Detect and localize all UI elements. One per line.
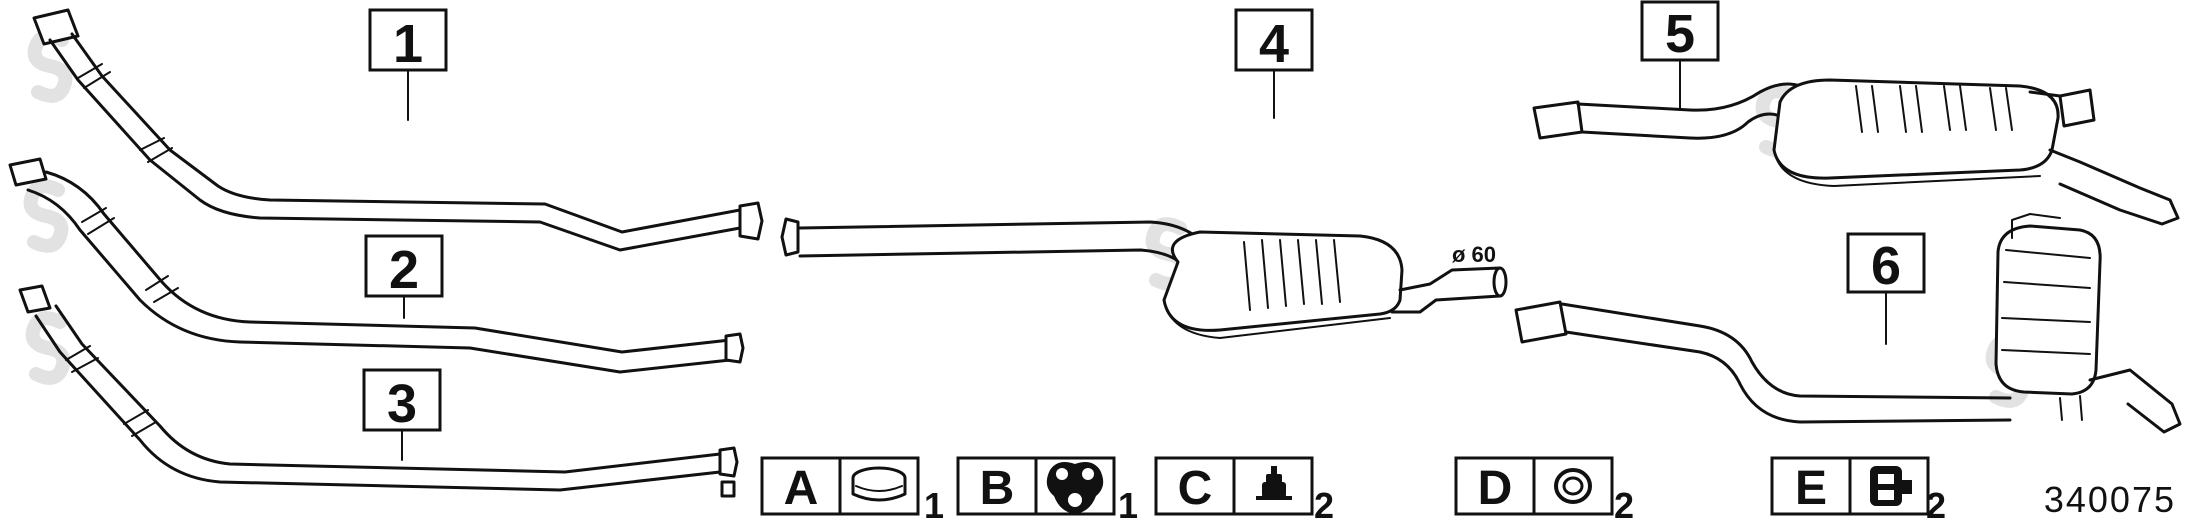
svg-text:A: A — [784, 462, 819, 515]
callout-part-5: 5 — [1640, 0, 1720, 111]
svg-text:2: 2 — [1926, 485, 1946, 524]
front-pipe-part-1 — [32, 8, 764, 252]
svg-text:C: C — [1178, 462, 1213, 515]
svg-text:B: B — [980, 462, 1015, 515]
bracket-icon — [1870, 466, 1912, 506]
center-muffler-part-4: ø 60 — [780, 217, 1508, 339]
svg-text:6: 6 — [1871, 236, 1901, 296]
svg-text:2: 2 — [1314, 485, 1334, 524]
svg-text:3: 3 — [387, 374, 417, 434]
hardware-key-d: D 2 — [1454, 456, 1634, 524]
rear-muffler-part-5 — [1532, 78, 2180, 226]
callout-part-6: 6 — [1846, 232, 1926, 345]
front-pipe-part-3 — [18, 284, 739, 498]
svg-text:4: 4 — [1259, 14, 1289, 74]
hardware-key-b: B 1 — [956, 456, 1138, 524]
rubber-mount-icon — [1256, 466, 1292, 500]
svg-text:5: 5 — [1665, 4, 1695, 64]
hardware-key-c: C 2 — [1154, 456, 1334, 524]
svg-text:E: E — [1795, 462, 1827, 515]
rear-muffler-part-6 — [1514, 213, 2182, 434]
diameter-label: ø 60 — [1452, 242, 1496, 267]
svg-text:2: 2 — [389, 240, 419, 300]
rubber-hanger-icon — [1046, 462, 1104, 514]
callout-part-2: 2 — [364, 234, 444, 319]
hardware-key-a: A 1 — [760, 456, 944, 524]
gasket-ring-icon — [1554, 468, 1592, 504]
callout-part-3: 3 — [362, 368, 442, 461]
svg-text:D: D — [1478, 462, 1513, 515]
hardware-key-e: E 2 — [1770, 456, 1946, 524]
callout-part-4: 4 — [1234, 8, 1314, 119]
svg-text:1: 1 — [393, 14, 423, 74]
front-pipe-part-2 — [8, 157, 745, 374]
clamp-ring-icon — [851, 466, 907, 502]
reference-number: 340075 — [2044, 479, 2176, 520]
callout-part-1: 1 — [368, 8, 448, 121]
svg-text:1: 1 — [924, 485, 944, 524]
svg-text:2: 2 — [1614, 485, 1634, 524]
svg-text:1: 1 — [1118, 485, 1138, 524]
